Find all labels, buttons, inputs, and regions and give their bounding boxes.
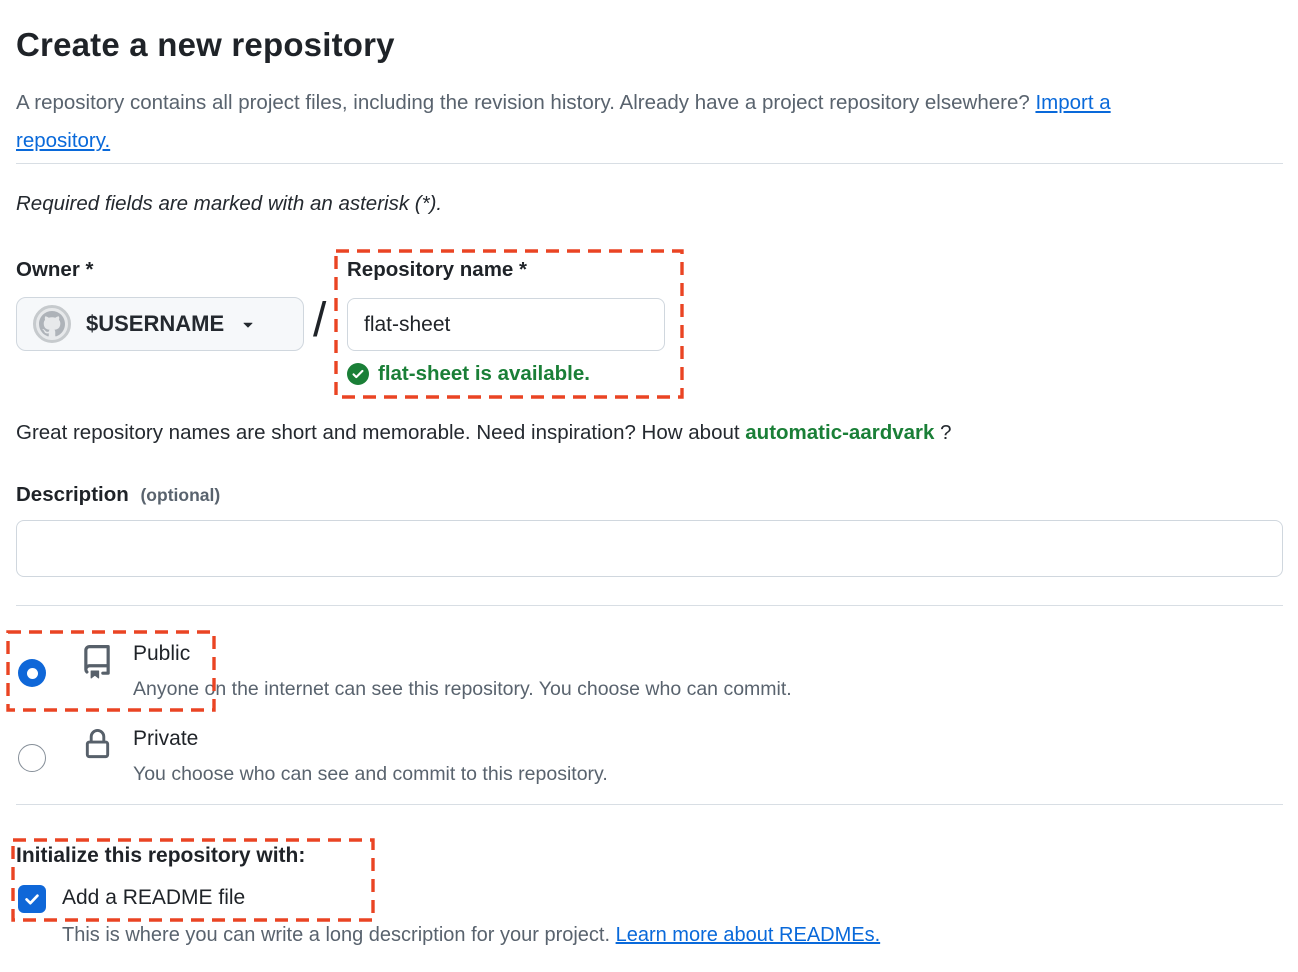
public-option-title[interactable]: Public	[133, 642, 191, 665]
caret-down-icon	[238, 314, 258, 334]
divider	[16, 605, 1283, 606]
checkmark-icon	[22, 889, 42, 909]
description-optional-label: (optional)	[140, 485, 221, 505]
readme-note: This is where you can write a long descr…	[62, 924, 880, 947]
required-fields-note: Required fields are marked with an aster…	[16, 192, 443, 215]
description-input[interactable]	[16, 520, 1283, 577]
readme-checkbox[interactable]	[18, 885, 46, 913]
public-radio[interactable]	[18, 659, 46, 687]
suggestion-suffix: ?	[934, 421, 952, 444]
intro-paragraph: A repository contains all project files,…	[16, 84, 1201, 160]
name-suggestion: Great repository names are short and mem…	[16, 421, 952, 445]
learn-more-readmes-link[interactable]: Learn more about READMEs.	[615, 924, 881, 946]
public-option-description: Anyone on the internet can see this repo…	[133, 678, 792, 700]
description-label-row: Description (optional)	[16, 483, 220, 507]
owner-name: $USERNAME	[86, 311, 225, 336]
repository-name-label: Repository name *	[347, 258, 527, 281]
initialize-heading: Initialize this repository with:	[16, 844, 306, 867]
radio-dot	[26, 667, 38, 679]
readme-checkbox-label[interactable]: Add a README file	[62, 886, 246, 909]
description-label: Description	[16, 483, 129, 506]
availability-text: flat-sheet is available.	[378, 362, 590, 385]
check-circle-icon	[347, 363, 369, 385]
import-repository-link[interactable]: Import a repository.	[16, 91, 1111, 152]
private-radio[interactable]	[18, 744, 46, 772]
owner-dropdown-button[interactable]: $USERNAME	[16, 297, 304, 351]
intro-text: A repository contains all project files,…	[16, 91, 1036, 114]
private-option-description: You choose who can see and commit to thi…	[133, 763, 608, 785]
readme-note-text: This is where you can write a long descr…	[62, 924, 616, 946]
lock-icon	[82, 729, 113, 760]
page-title: Create a new repository	[16, 26, 395, 63]
divider	[16, 163, 1283, 164]
availability-message: flat-sheet is available.	[347, 362, 590, 386]
owner-repo-separator: /	[313, 294, 327, 347]
owner-label: Owner *	[16, 258, 94, 281]
suggestion-text: Great repository names are short and mem…	[16, 421, 746, 444]
repo-book-icon	[80, 645, 114, 679]
private-option-title[interactable]: Private	[133, 727, 199, 750]
repository-name-input[interactable]	[347, 298, 665, 351]
octocat-avatar-icon	[33, 305, 71, 343]
divider	[16, 804, 1283, 805]
suggested-repo-name: automatic-aardvark	[745, 421, 935, 444]
